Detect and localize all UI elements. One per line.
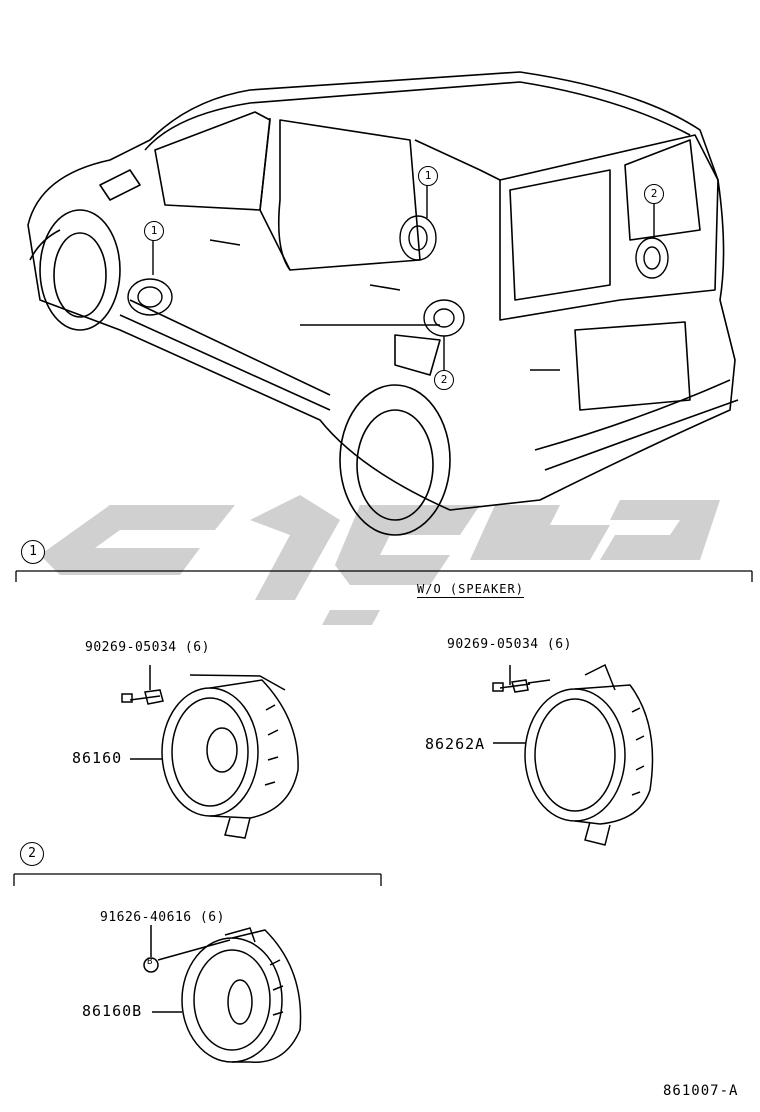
callout-front-door[interactable]: 1	[144, 221, 164, 241]
speaker-part-86160[interactable]: 86160	[72, 749, 123, 767]
watermark-logo	[40, 495, 720, 625]
speaker-86160-drawing	[121, 665, 299, 839]
clip-marker: B	[147, 957, 153, 967]
section2-number: 2	[20, 842, 44, 866]
clip-part[interactable]: 91626-40616 (6)	[100, 910, 225, 925]
screw-part-right[interactable]: 90269-05034 (6)	[447, 637, 572, 652]
callout-rear-door[interactable]: 1	[418, 166, 438, 186]
callout-back-door[interactable]: 2	[644, 184, 664, 204]
speaker-part-86160b[interactable]: 86160B	[82, 1002, 143, 1020]
speaker-part-86262a[interactable]: 86262A	[425, 735, 486, 753]
section1-frame	[15, 570, 753, 582]
speaker-86262a-drawing	[492, 663, 654, 846]
callout-rear-quarter[interactable]: 2	[434, 370, 454, 390]
diagram-code: 861007-A	[663, 1083, 739, 1099]
variant-label: W/O (SPEAKER)	[417, 582, 524, 598]
vehicle-speakers	[127, 185, 669, 370]
screw-part-left[interactable]: 90269-05034 (6)	[85, 640, 210, 655]
speaker-86160b-drawing	[143, 925, 302, 1063]
section2-frame	[13, 873, 382, 886]
vehicle-illustration	[27, 71, 739, 536]
section1-number: 1	[21, 540, 45, 564]
